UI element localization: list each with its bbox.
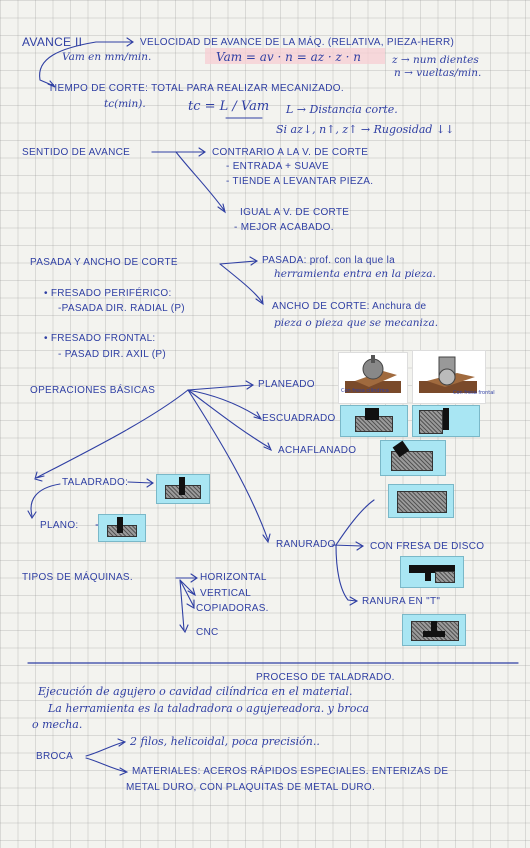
pasada-def-line-1: PASADA: prof. con la que la xyxy=(262,255,395,266)
igual-item-1: - MEJOR ACABADO. xyxy=(234,222,334,233)
tipo-item-3: COPIADORAS. xyxy=(196,603,269,614)
avance-velocidad-line: VELOCIDAD DE AVANCE DE LA MÁQ. (RELATIVA… xyxy=(140,37,455,48)
milling-frontal-photo: Con fresa frontal xyxy=(412,350,495,404)
igual-line: IGUAL A V. DE CORTE xyxy=(240,207,350,218)
rugosidad-note: Si az↓, n↑, z↑ → Rugosidad ↓↓ xyxy=(276,123,455,136)
sentido-label: SENTIDO DE AVANCE xyxy=(22,147,131,158)
fresado-frontal-sub: - PASAD DIR. AXIL (P) xyxy=(58,349,166,360)
tipos-label: TIPOS DE MÁQUINAS. xyxy=(22,572,133,583)
taladrado-para-2: La herramienta es la taladradora o aguje… xyxy=(48,702,370,715)
ranurado-t: RANURA EN "T" xyxy=(362,596,441,607)
op-achaflanado: ACHAFLANADO xyxy=(278,445,357,456)
tipo-item-4: CNC xyxy=(196,627,219,638)
l-note: L → Distancia corte. xyxy=(286,103,398,116)
taladrado-title: PROCESO DE TALADRADO. xyxy=(256,672,395,683)
ancho-def-line-2: pieza o pieza que se mecaniza. xyxy=(274,317,439,329)
op-planeado: PLANEADO xyxy=(258,379,315,390)
op-ranurado: RANURADO xyxy=(276,539,336,550)
op-escuadrado: ESCUADRADO xyxy=(262,413,336,424)
contrario-item-1: - ENTRADA + SUAVE xyxy=(226,161,329,172)
milling-cylindrical-illustration xyxy=(345,355,401,393)
escuadrado-figure-1 xyxy=(340,405,408,437)
tipo-item-2: VERTICAL xyxy=(200,588,252,599)
ranurado-figure xyxy=(388,484,454,518)
pasada-label: PASADA Y ANCHO DE CORTE xyxy=(30,257,178,268)
photo1-caption: Con fresa cilíndrica xyxy=(341,388,389,394)
photo2-caption: Con fresa frontal xyxy=(453,390,495,396)
op-plano: PLANO: xyxy=(40,520,79,531)
achaflanado-figure xyxy=(380,440,446,476)
broca-item-2a: MATERIALES: ACEROS RÁPIDOS ESPECIALES. E… xyxy=(132,766,449,777)
tiempo-line: TIEMPO DE CORTE: TOTAL PARA REALIZAR MEC… xyxy=(48,83,344,94)
vam-units: Vam en mm/min. xyxy=(62,51,152,63)
tipo-item-1: HORIZONTAL xyxy=(200,572,267,583)
formula-highlight xyxy=(205,48,385,64)
operaciones-label: OPERACIONES BÁSICAS xyxy=(30,385,156,396)
contrario-line: CONTRARIO A LA V. DE CORTE xyxy=(212,147,369,158)
n-note: n → vueltas/min. xyxy=(394,67,482,79)
ancho-def-line-1: ANCHO DE CORTE: Anchura de xyxy=(272,301,427,312)
broca-item-2b: METAL DURO, CON PLAQUITAS DE METAL DURO. xyxy=(126,782,376,793)
broca-item-1: 2 filos, helicoidal, poca precisión.. xyxy=(130,735,320,748)
taladrado-para-3: o mecha. xyxy=(32,718,83,731)
avance-title: AVANCE II xyxy=(22,35,83,49)
op-taladrado: TALADRADO: xyxy=(62,477,129,488)
ranurado-disco: CON FRESA DE DISCO xyxy=(370,541,485,552)
contrario-item-2: - TIENDE A LEVANTAR PIEZA. xyxy=(226,176,374,187)
pasada-def-line-2: herramienta entra en la pieza. xyxy=(274,268,436,280)
milling-frontal-illustration xyxy=(419,356,477,393)
tc-label: tc(min). xyxy=(104,98,146,110)
fresado-periferico: • FRESADO PERIFÉRICO: xyxy=(44,288,172,299)
vam-formula: Vam = av · n = az · z · n xyxy=(216,50,361,64)
z-note: z → num dientes xyxy=(392,54,479,66)
tc-formula: tc = L / Vam xyxy=(188,99,270,114)
plano-figure xyxy=(98,514,146,542)
taladrado-para-1: Ejecución de agujero o cavidad cilíndric… xyxy=(38,685,353,698)
escuadrado-figure-2 xyxy=(412,405,480,437)
milling-cylindrical-photo: Con fresa cilíndrica xyxy=(338,352,408,404)
fresado-frontal: • FRESADO FRONTAL: xyxy=(44,333,156,344)
taladrado-figure xyxy=(156,474,210,504)
ranura-t-figure xyxy=(402,614,466,646)
broca-label: BROCA xyxy=(36,751,74,762)
disco-figure xyxy=(400,556,464,588)
fresado-periferico-sub: -PASADA DIR. RADIAL (P) xyxy=(58,303,185,314)
